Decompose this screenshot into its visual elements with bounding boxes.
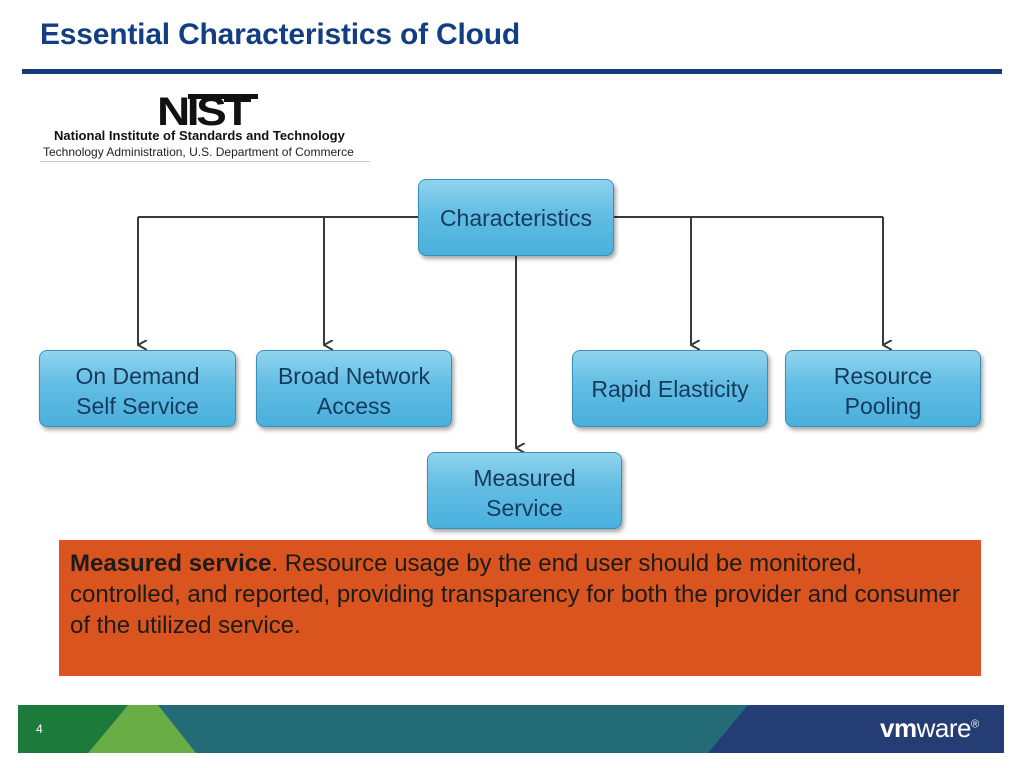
node-on-demand-self-service: On Demand Self Service <box>39 350 236 427</box>
vmware-logo: vmware® <box>880 713 979 744</box>
node-rapid-elasticity: Rapid Elasticity <box>572 350 768 427</box>
node-measured-service: Measured Service <box>427 452 622 529</box>
footer-light-green <box>88 705 196 753</box>
definition-panel: Measured service. Resource usage by the … <box>59 540 981 676</box>
page-number: 4 <box>36 722 43 736</box>
nist-logo-bar <box>188 94 258 99</box>
nist-logo: NIST National Institute of Standards and… <box>40 90 370 162</box>
nist-divider <box>40 161 370 162</box>
nist-wordmark: NIST <box>157 90 251 134</box>
definition-text: . Resource usage by the end user should … <box>70 550 960 639</box>
footer-dark-green <box>18 705 128 753</box>
footer-band <box>18 705 1004 753</box>
node-characteristics: Characteristics <box>418 179 614 256</box>
definition-term: Measured service <box>70 550 272 577</box>
vmware-logo-vm: vm <box>880 713 917 743</box>
nist-name: National Institute of Standards and Tech… <box>54 128 345 143</box>
nist-department: Technology Administration, U.S. Departme… <box>43 145 354 159</box>
vmware-logo-ware: ware <box>916 713 972 743</box>
node-resource-pooling: Resource Pooling <box>785 350 981 427</box>
vmware-registered-mark: ® <box>970 718 979 731</box>
node-broad-network-access: Broad Network Access <box>256 350 452 427</box>
footer-teal <box>158 705 748 753</box>
slide-title: Essential Characteristics of Cloud <box>40 18 521 51</box>
title-underline <box>22 69 1002 74</box>
